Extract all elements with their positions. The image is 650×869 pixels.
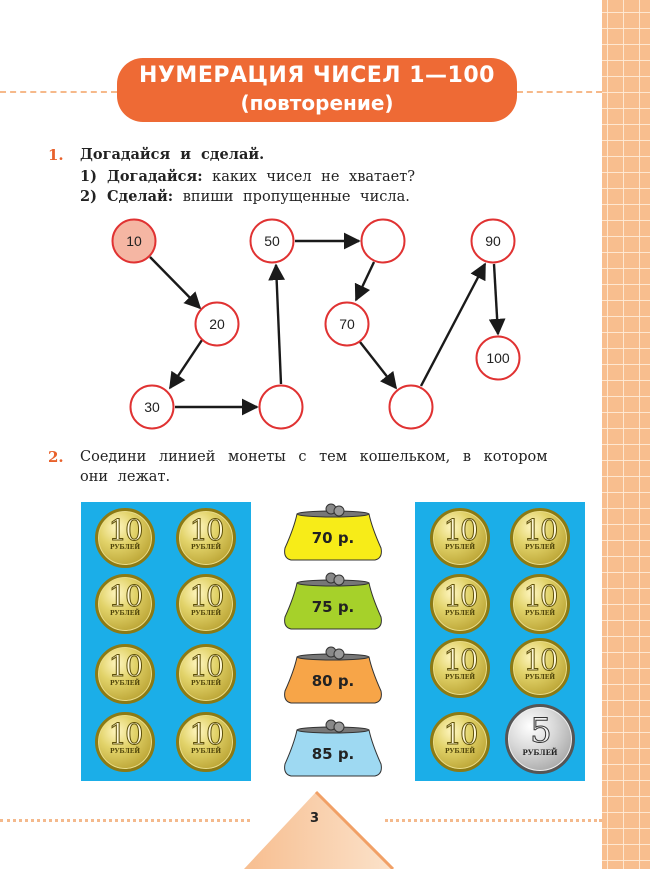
footer-dots-right bbox=[385, 819, 602, 822]
chain-node-30 bbox=[129, 384, 175, 430]
node-label: 50 bbox=[264, 233, 280, 249]
footer-dots-left bbox=[0, 819, 250, 822]
node-label: 10 bbox=[126, 233, 142, 249]
task-2-number: 2. bbox=[48, 448, 64, 466]
purse-70-target[interactable]: 70 р. bbox=[293, 505, 373, 567]
step-2-label: 2) Сделай: bbox=[80, 188, 174, 205]
purse-75-target[interactable]: 75 р. bbox=[293, 574, 373, 636]
node-label: 30 bbox=[144, 399, 160, 415]
task-1-step-2: 2) Сделай: впиши пропущенные числа. bbox=[80, 187, 410, 207]
page-title: НУМЕРАЦИЯ ЧИСЕЛ 1—100 (повторение) bbox=[117, 58, 517, 122]
purse-label: 85 р. bbox=[311, 745, 355, 763]
task-1-number: 1. bbox=[48, 146, 64, 164]
chain-node-10 bbox=[111, 218, 157, 264]
purse-label: 80 р. bbox=[311, 672, 355, 690]
purse-85-target[interactable]: 85 р. bbox=[293, 721, 373, 783]
node-label: 70 bbox=[339, 316, 355, 332]
node-label: 90 bbox=[485, 233, 501, 249]
chain-node-blank-60 bbox=[360, 218, 406, 264]
grid-margin-strip bbox=[602, 0, 650, 869]
node-label: 100 bbox=[486, 350, 510, 366]
chain-node-100 bbox=[475, 335, 521, 381]
title-line-1: НУМЕРАЦИЯ ЧИСЕЛ 1—100 bbox=[139, 63, 495, 88]
header-dash-left bbox=[0, 91, 117, 93]
purse-80-target[interactable]: 80 р. bbox=[293, 648, 373, 710]
node-label: 20 bbox=[209, 316, 225, 332]
step-2-text: впиши пропущенные числа. bbox=[182, 189, 410, 205]
purse-label: 75 р. bbox=[311, 598, 355, 616]
header-dash-right bbox=[517, 91, 602, 93]
chain-node-blank-80 bbox=[388, 384, 434, 430]
chain-node-70 bbox=[324, 301, 370, 347]
task-2-text-line-2: они лежат. bbox=[80, 469, 171, 485]
chain-node-90 bbox=[470, 218, 516, 264]
task-1-step-1: 1) Догадайся: каких чисел не хватает? bbox=[80, 167, 415, 187]
chain-node-50 bbox=[249, 218, 295, 264]
step-1-text: каких чисел не хватает? bbox=[212, 169, 416, 185]
purse-label: 70 р. bbox=[311, 529, 355, 547]
chain-node-blank-40 bbox=[258, 384, 304, 430]
page-number: 3 bbox=[310, 811, 320, 826]
chain-node-20 bbox=[194, 301, 240, 347]
chain-arrows bbox=[149, 232, 506, 416]
task-1-heading: Догадайся и сделай. bbox=[80, 146, 265, 163]
step-1-label: 1) Догадайся: bbox=[80, 168, 203, 185]
title-line-2: (повторение) bbox=[240, 91, 394, 115]
task-2-text-line-1: Соедини линией монеты с тем кошельком, в… bbox=[80, 449, 548, 465]
